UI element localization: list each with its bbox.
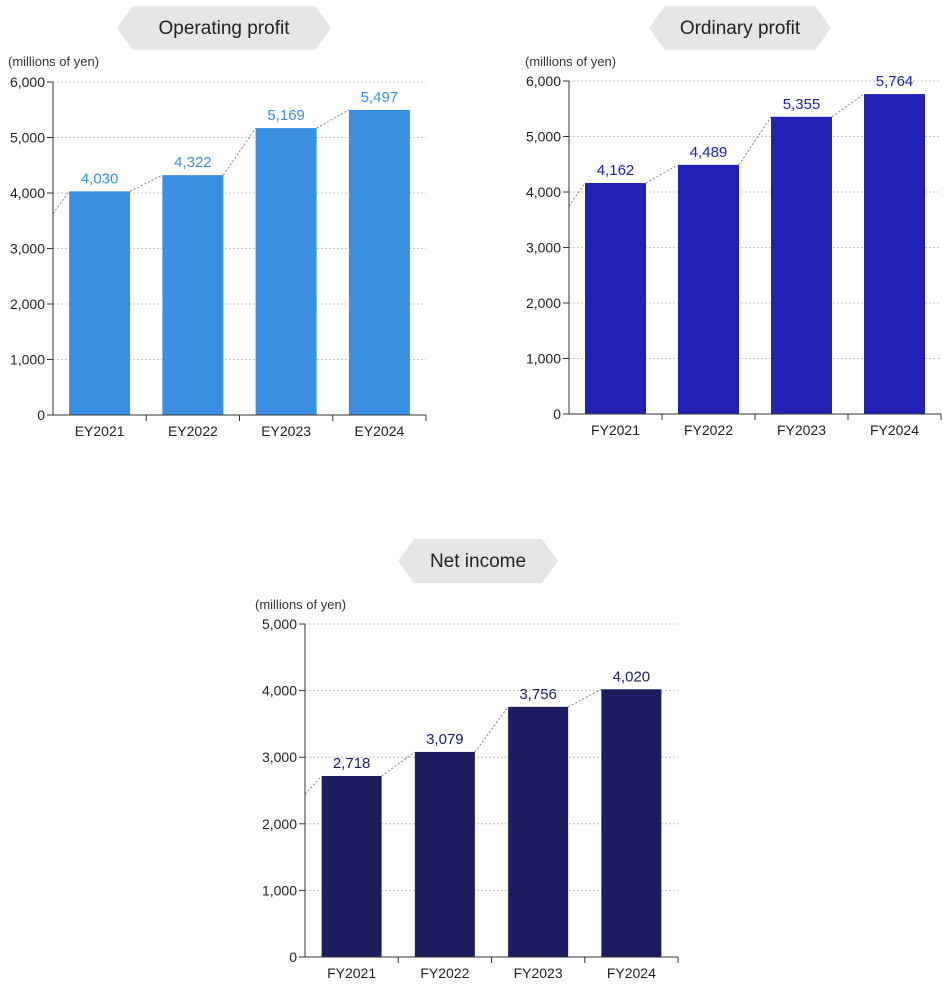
y-tick-label: 5,000 [10, 130, 45, 146]
plot-area: 0 1,000 2,000 3,000 4,000 5,000 6,000 4,162 4,48… [526, 73, 942, 438]
data-label: 2,718 [333, 755, 371, 772]
unit-label: (millions of yen) [525, 54, 616, 69]
bar [348, 109, 410, 415]
data-label: 5,764 [876, 73, 914, 90]
trend-line [304, 688, 602, 795]
bar [162, 175, 224, 415]
data-label: 4,489 [690, 144, 728, 161]
chart-title: Operating profit [159, 18, 291, 39]
y-tick-label: 1,000 [262, 882, 297, 898]
unit-label: (millions of yen) [255, 597, 346, 612]
chart-title: Net income [430, 551, 526, 572]
bar [864, 94, 925, 415]
y-tick-label: 3,000 [10, 241, 45, 257]
y-tick-label: 0 [289, 949, 297, 965]
y-tick-label: 3,000 [526, 240, 561, 256]
y-tick-label: 4,000 [262, 683, 297, 699]
plot-area: 0 1,000 2,000 3,000 4,000 5,000 2,718 3,079 3,75… [262, 616, 679, 981]
y-tick-label: 6,000 [526, 73, 561, 89]
chart-title-banner [398, 539, 558, 583]
data-label: 4,322 [174, 154, 212, 171]
x-tick-label: EY2021 [75, 423, 125, 439]
data-label: 4,030 [81, 170, 119, 187]
data-label: 5,355 [783, 96, 821, 113]
chart-ordinary-profit: Ordinary profit (millions of yen) 0 1,000… [525, 6, 942, 438]
bar [771, 116, 832, 415]
bar [69, 191, 131, 415]
y-tick-label: 1,000 [526, 351, 561, 367]
y-tick-label: 6,000 [10, 74, 45, 90]
data-label: 3,079 [426, 731, 464, 748]
chart-operating-profit: Operating profit (millions of yen) 0 1,00… [8, 6, 427, 439]
x-tick-label: EY2023 [261, 423, 311, 439]
x-tick-label: FY2021 [591, 422, 640, 438]
data-label: 4,162 [597, 162, 635, 179]
chart-net-income: Net income (millions of yen) 0 1,000 2,000… [255, 539, 679, 981]
data-label: 3,756 [519, 686, 557, 703]
data-label: 5,497 [361, 89, 399, 106]
bar [414, 751, 475, 957]
x-tick-label: EY2022 [168, 423, 218, 439]
x-tick-label: FY2021 [327, 965, 376, 981]
y-tick-label: 2,000 [10, 296, 45, 312]
bar [321, 775, 382, 957]
bar [601, 689, 662, 957]
y-tick-label: 2,000 [262, 816, 297, 832]
bar [508, 706, 569, 957]
x-tick-label: FY2023 [777, 422, 826, 438]
unit-label: (millions of yen) [8, 54, 99, 69]
y-tick-label: 2,000 [526, 295, 561, 311]
y-tick-label: 5,000 [526, 129, 561, 145]
x-tick-label: EY2024 [354, 423, 404, 439]
y-tick-label: 4,000 [526, 184, 561, 200]
chart-title: Ordinary profit [680, 18, 801, 39]
y-tick-label: 1,000 [10, 352, 45, 368]
bar [678, 164, 739, 414]
x-tick-label: FY2022 [420, 965, 469, 981]
y-tick-label: 5,000 [262, 616, 297, 632]
y-tick-label: 0 [553, 406, 561, 422]
x-tick-label: FY2024 [870, 422, 919, 438]
bar [255, 128, 317, 416]
bar [585, 183, 646, 414]
chart-title-banner [649, 6, 831, 50]
x-tick-label: FY2022 [684, 422, 733, 438]
data-label: 5,169 [267, 107, 305, 124]
chart-title-banner [117, 6, 331, 50]
plot-area: 0 1,000 2,000 3,000 4,000 5,000 6,000 4,030 4,32… [10, 74, 427, 439]
x-tick-label: FY2023 [514, 965, 563, 981]
y-tick-label: 4,000 [10, 185, 45, 201]
y-tick-label: 0 [37, 407, 45, 423]
trend-line [52, 109, 350, 214]
x-tick-label: FY2024 [607, 965, 656, 981]
y-tick-label: 3,000 [262, 749, 297, 765]
data-label: 4,020 [613, 668, 651, 685]
